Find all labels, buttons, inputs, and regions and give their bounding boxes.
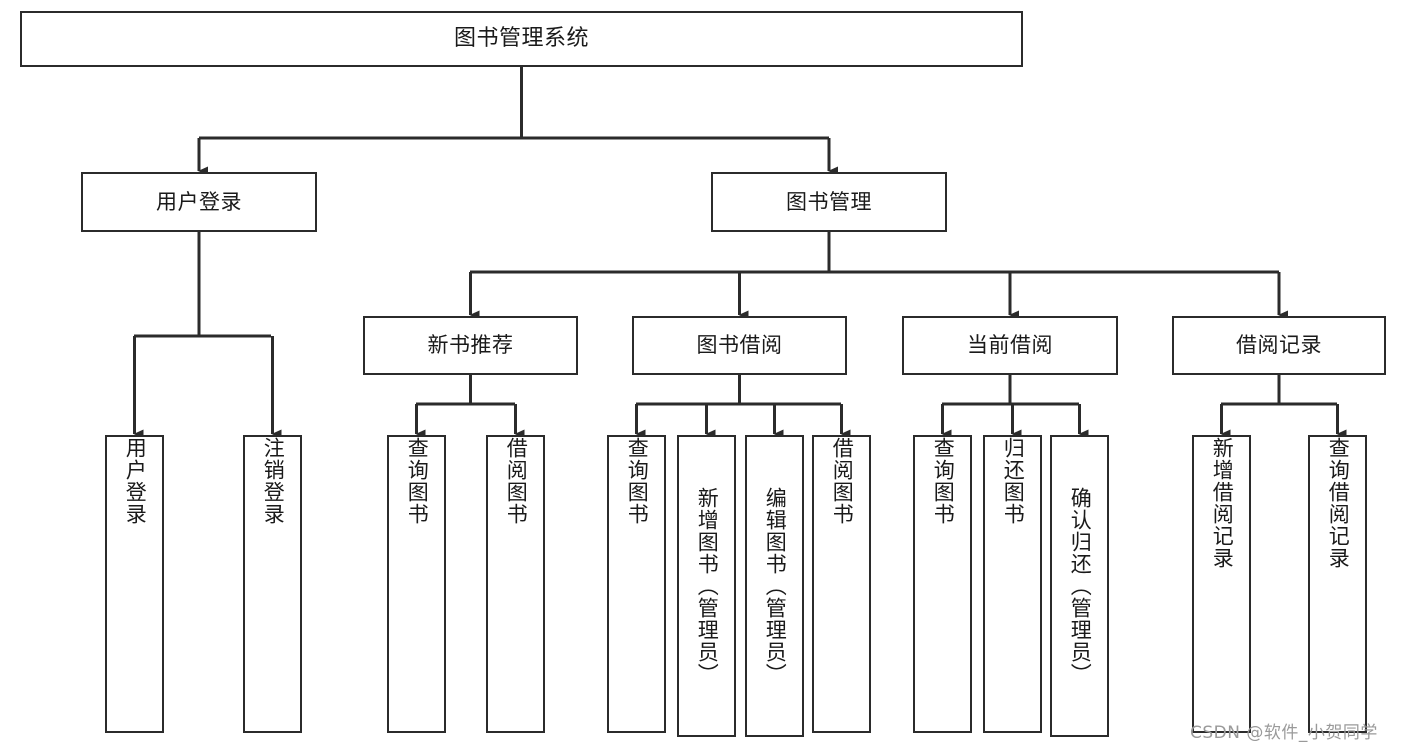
leaf-user-login[interactable]: 用户登录 [105,435,164,733]
leaf-return-book[interactable]: 归还图书 [983,435,1042,733]
node-current-borrow[interactable]: 当前借阅 [902,316,1118,375]
node-new-book-recommend-label: 新书推荐 [427,333,514,358]
leaf-edit-book-admin[interactable]: 编辑图书（管理员） [745,435,804,737]
leaf-edit-book-admin-label: 编辑图书（管理员） [763,487,788,685]
leaf-confirm-return-admin[interactable]: 确认归还（管理员） [1050,435,1109,737]
leaf-borrow-book-new[interactable]: 借阅图书 [486,435,545,733]
node-user-login[interactable]: 用户登录 [81,172,317,232]
leaf-borrow-book-new-label: 借阅图书 [504,437,529,525]
leaf-query-borrow-record[interactable]: 查询借阅记录 [1308,435,1367,733]
node-root-label: 图书管理系统 [453,26,589,52]
node-borrow-records-label: 借阅记录 [1236,333,1322,358]
edges-group [133,67,1347,439]
leaf-query-book-current[interactable]: 查询图书 [913,435,972,733]
leaf-logout-login-label: 注销登录 [261,437,286,525]
leaf-borrow-book[interactable]: 借阅图书 [812,435,871,733]
leaf-query-book-current-label: 查询图书 [931,437,956,525]
node-borrow-records[interactable]: 借阅记录 [1172,316,1386,375]
leaf-query-borrow-record-label: 查询借阅记录 [1326,437,1351,569]
node-current-borrow-label: 当前借阅 [967,333,1053,358]
leaf-return-book-label: 归还图书 [1001,437,1026,525]
leaf-confirm-return-admin-label: 确认归还（管理员） [1068,487,1093,685]
leaf-borrow-book-label: 借阅图书 [830,437,855,525]
node-new-book-recommend[interactable]: 新书推荐 [363,316,578,375]
node-user-login-label: 用户登录 [156,189,242,214]
leaf-logout-login[interactable]: 注销登录 [243,435,302,733]
leaf-add-book-admin-label: 新增图书（管理员） [695,487,720,685]
leaf-add-book-admin[interactable]: 新增图书（管理员） [677,435,736,737]
leaf-query-book-new-label: 查询图书 [405,437,430,525]
node-root[interactable]: 图书管理系统 [20,11,1023,67]
node-book-borrow[interactable]: 图书借阅 [632,316,847,375]
leaf-user-login-label: 用户登录 [123,437,148,525]
leaf-add-borrow-record-label: 新增借阅记录 [1210,437,1235,569]
node-book-management[interactable]: 图书管理 [711,172,947,232]
node-book-management-label: 图书管理 [786,189,872,214]
leaf-query-book-borrow[interactable]: 查询图书 [607,435,666,733]
leaf-query-book-borrow-label: 查询图书 [625,437,650,525]
leaf-query-book-new[interactable]: 查询图书 [387,435,446,733]
leaf-add-borrow-record[interactable]: 新增借阅记录 [1192,435,1251,733]
node-book-borrow-label: 图书借阅 [696,333,783,358]
